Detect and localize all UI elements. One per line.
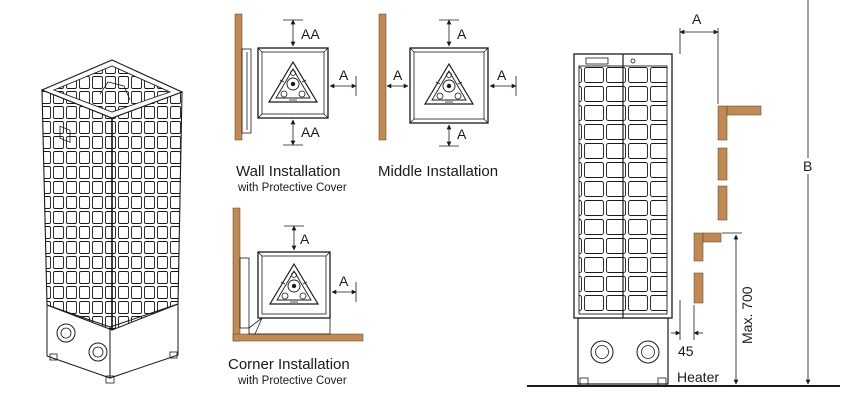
- wall-wood-segment: [693, 272, 704, 304]
- dim-label-wall-bottom: AA: [301, 124, 320, 140]
- wall-wood-segment: [717, 105, 728, 141]
- control-knob-right: [636, 340, 660, 364]
- corner-installation-view: A A Corner Installation with Protective …: [228, 207, 364, 387]
- dim-label-middle-bottom: A: [457, 126, 467, 142]
- corner-installation-title: Corner Installation: [228, 356, 350, 373]
- corner-wall-vertical: [232, 207, 241, 342]
- dim-label-front-max: Max. 700: [739, 286, 755, 344]
- wall-wood-segment: [693, 232, 704, 262]
- dim-label-wall-side: A: [339, 67, 349, 83]
- wall-wood-segment: [702, 232, 722, 243]
- control-knob-left: [590, 340, 614, 364]
- wall-installation-title: Wall Installation: [236, 163, 341, 180]
- wall-wood-segment: [717, 147, 728, 181]
- front-elevation-view: A B Max. 700 45 Heater: [527, 0, 840, 387]
- dim-label-front-width: A: [692, 11, 702, 27]
- corner-installation-subtitle: with Protective Cover: [237, 375, 347, 387]
- middle-installation-title: Middle Installation: [378, 163, 498, 180]
- dim-label-middle-top: A: [457, 26, 467, 42]
- wall-wood-segment: [717, 185, 728, 221]
- dim-label-middle-right: A: [497, 67, 507, 83]
- dim-label-middle-left: A: [393, 67, 403, 83]
- dim-label-front-gap: 45: [678, 343, 694, 359]
- heater-isometric-view: [40, 59, 184, 384]
- tower-right-face: [111, 91, 183, 331]
- dim-label-corner-side: A: [339, 273, 349, 289]
- wall-installation-view: AA AA A Wall Installation with Protectiv…: [234, 13, 357, 194]
- dim-label-corner-top: A: [300, 231, 310, 247]
- dim-label-wall-top: AA: [301, 26, 320, 42]
- protective-cover: [239, 257, 250, 329]
- label-heater: Heater: [677, 369, 719, 385]
- control-knob-right: [88, 342, 108, 362]
- dim-label-front-height: B: [803, 158, 812, 174]
- logo-plate: [585, 57, 609, 65]
- wall-wood: [234, 13, 243, 141]
- corner-wall-horizontal: [232, 333, 364, 342]
- wall-installation-subtitle: with Protective Cover: [237, 182, 347, 194]
- wall-wood-segment: [726, 105, 762, 116]
- protective-cover: [241, 48, 252, 134]
- middle-installation-view: A A A A Middle Installation: [378, 13, 517, 180]
- tower-front-face: [41, 89, 113, 331]
- control-knob-left: [56, 323, 76, 343]
- wall-wood: [378, 13, 387, 141]
